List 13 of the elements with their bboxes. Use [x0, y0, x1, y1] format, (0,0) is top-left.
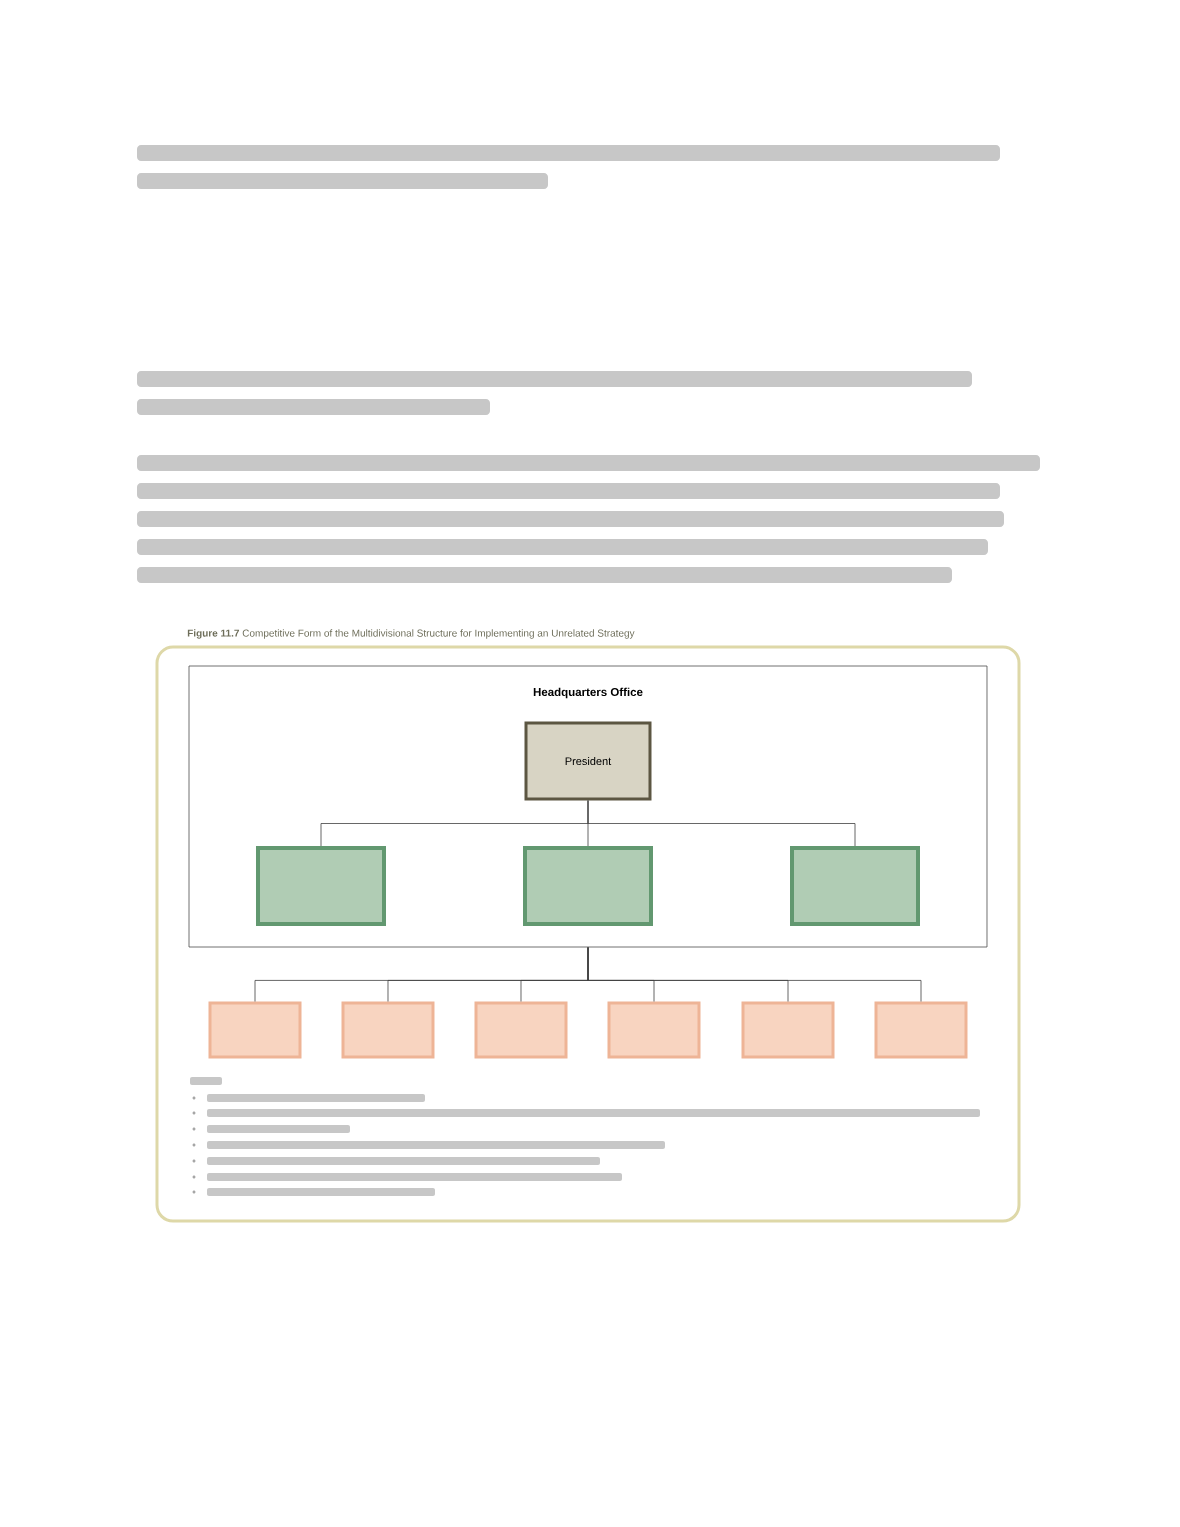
figure-caption: Figure 11.7 Competitive Form of the Multidivisional Structure for Implementing an Unrelated Strategy: [187, 629, 635, 639]
staff-box: [790, 846, 920, 926]
division-box: [874, 1001, 968, 1059]
division-box: [474, 1001, 568, 1059]
division-box: [607, 1001, 701, 1059]
staff-box: [523, 846, 653, 926]
connector-line: [587, 947, 922, 1002]
connector-line: [587, 800, 856, 847]
division-box: [741, 1001, 835, 1059]
division-box: [208, 1001, 302, 1059]
staff-box: [256, 846, 386, 926]
division-box: [341, 1001, 435, 1059]
president-box: President: [524, 721, 652, 801]
